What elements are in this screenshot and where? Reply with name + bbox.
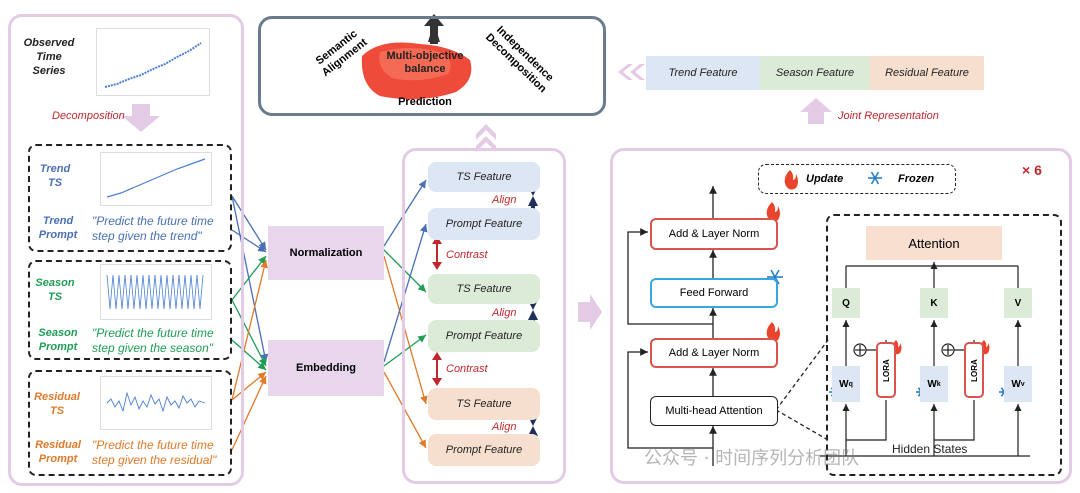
season-feature: Season Feature xyxy=(760,56,870,90)
attention-block: Attention xyxy=(866,226,1002,260)
multi-head-attention: Multi-head Attention xyxy=(650,396,778,426)
frozen-legend: Frozen xyxy=(898,173,935,185)
decomposition-arrow xyxy=(122,104,160,132)
feed-forward: Feed Forward xyxy=(650,278,778,308)
residual-feature: Residual Feature xyxy=(870,56,984,90)
residual-prompt-feature: Prompt Feature xyxy=(428,434,540,466)
multi-objective-label: Multi-objective balance xyxy=(386,50,464,75)
chevron-left-icon xyxy=(618,64,633,80)
legend-box xyxy=(758,164,956,194)
residual-prompt-label: Residual Prompt xyxy=(35,439,81,465)
features-panel xyxy=(402,148,566,484)
align-label-3: Align xyxy=(492,421,517,433)
prediction-box xyxy=(258,16,606,116)
chevron-up-icon xyxy=(476,124,496,140)
update-legend: Update xyxy=(806,173,844,185)
season-plot xyxy=(100,264,212,320)
to-transformer-arrow xyxy=(578,294,602,330)
k-block: K xyxy=(920,288,948,318)
trend-feature: Trend Feature xyxy=(646,56,760,90)
normalization-block: Normalization xyxy=(268,226,384,280)
season-group xyxy=(28,260,232,360)
trend-group xyxy=(28,144,232,252)
residual-ts-feature: TS Feature xyxy=(428,388,540,420)
observed-label: Observed Time Series xyxy=(23,37,75,77)
q-block: Q xyxy=(832,288,860,318)
season-prompt-label: Season Prompt xyxy=(38,327,78,353)
contrast-arrow-2 xyxy=(432,352,442,386)
watermark: 公众号 · 时间序列分析团队 xyxy=(644,448,860,469)
season-ts-label: Season TS xyxy=(35,277,75,303)
season-ts-feature: TS Feature xyxy=(428,274,540,304)
repeat-count: × 6 xyxy=(1022,162,1042,178)
residual-plot xyxy=(100,376,212,430)
transformer-panel xyxy=(610,148,1072,484)
residual-group xyxy=(28,370,232,476)
joint-representation-label: Joint Representation xyxy=(838,110,939,122)
season-prompt-text: "Predict the future time step given the … xyxy=(92,326,214,355)
contrast-label-2: Contrast xyxy=(446,363,488,375)
trend-plot xyxy=(100,152,212,206)
add-norm-bottom: Add & Layer Norm xyxy=(650,338,778,368)
decomposition-label: Decomposition xyxy=(52,110,125,122)
residual-prompt-text: "Predict the future time step given the … xyxy=(92,438,217,467)
trend-prompt-feature: Prompt Feature xyxy=(428,208,540,240)
embedding-block: Embedding xyxy=(268,340,384,396)
trend-prompt-text: "Predict the future time step given the … xyxy=(92,214,214,243)
input-arrows xyxy=(231,195,269,451)
trend-ts-feature: TS Feature xyxy=(428,162,540,192)
v-block: V xyxy=(1004,288,1032,318)
prediction-label: Prediction xyxy=(398,96,452,108)
joint-up-arrow xyxy=(800,98,832,124)
hidden-states-label: Hidden States xyxy=(892,442,968,456)
lora-q: LORA xyxy=(876,342,896,398)
multi-objective-surface xyxy=(361,14,472,100)
season-prompt-feature: Prompt Feature xyxy=(428,320,540,352)
add-norm-top: Add & Layer Norm xyxy=(650,218,778,250)
contrast-label-1: Contrast xyxy=(446,249,488,261)
observed-series-plot xyxy=(96,28,210,96)
residual-ts-label: Residual TS xyxy=(34,391,80,417)
attention-detail xyxy=(826,214,1062,476)
trend-prompt-label: Trend Prompt xyxy=(38,215,78,241)
trend-ts-label: Trend TS xyxy=(39,163,71,189)
lora-k: LORA xyxy=(964,342,984,398)
align-label-2: Align xyxy=(492,307,517,319)
input-panel xyxy=(8,14,244,486)
contrast-arrow-1 xyxy=(432,236,442,270)
align-label-1: Align xyxy=(492,194,517,206)
feature-arrows xyxy=(383,179,428,449)
